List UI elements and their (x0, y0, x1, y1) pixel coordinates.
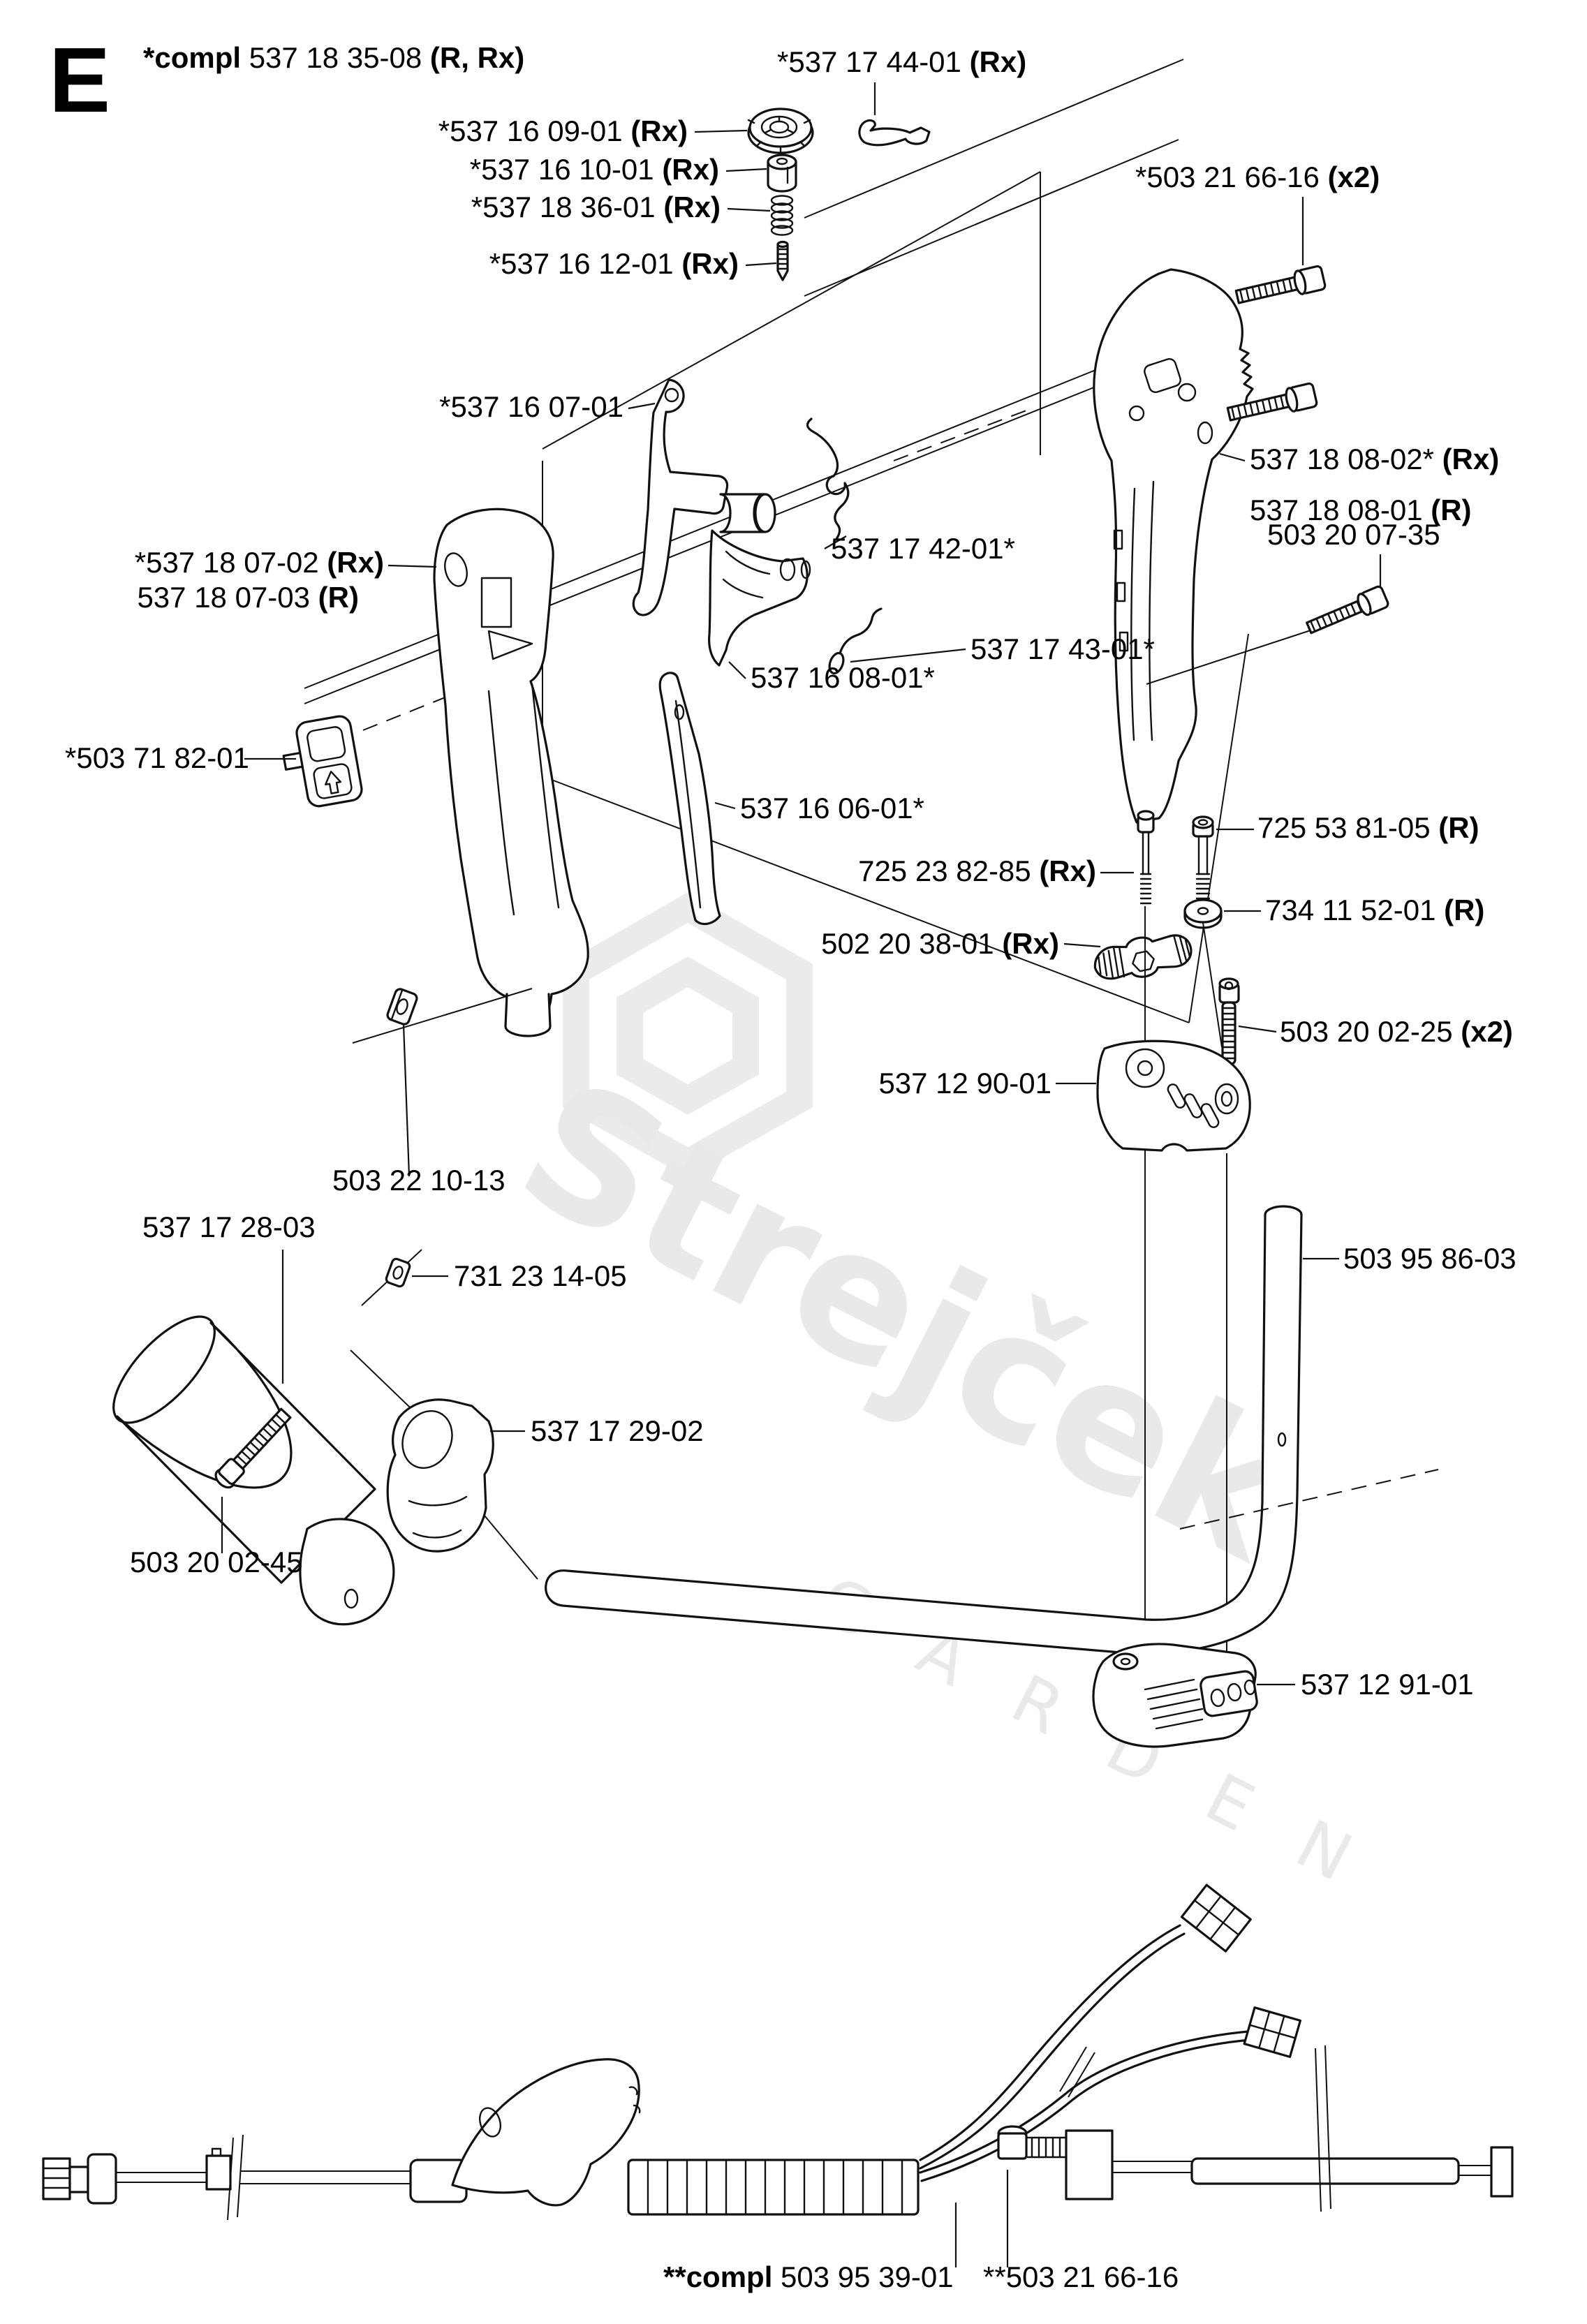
part-label-725-53-81: 725 53 81-05 (R) (1257, 811, 1479, 844)
part-left-handle-537-18-07 (433, 508, 589, 1037)
part-label-725-23-82: 725 23 82-85 (Rx) (858, 854, 1096, 887)
part-label-503-22-10: 503 22 10-13 (332, 1164, 505, 1197)
part-label-503-95-86: 503 95 86-03 (1343, 1242, 1516, 1275)
part-label-537-16-12: *537 16 12-01 (Rx) (489, 247, 739, 280)
part-label-537-17-28: 537 17 28-03 (142, 1211, 316, 1243)
part-lever-537-16-06 (658, 672, 721, 926)
part-label-537-17-42: 537 17 42-01* (831, 532, 1015, 565)
part-bolt-503-21-66-b (1226, 382, 1318, 422)
part-wire-537-17-43 (828, 607, 883, 675)
footer-second-label: **503 21 66-16 (983, 2260, 1179, 2293)
part-lockout-537-16-07 (632, 378, 729, 616)
header-compl-label: *compl 537 18 35-08 (R, Rx) (143, 41, 524, 74)
part-label-537-18-08-01: 537 18 08-01 (R) (1250, 494, 1472, 526)
leader-lines (221, 82, 1382, 2267)
part-label-731-23-14: 731 23 14-05 (454, 1259, 627, 1292)
part-grip-base (299, 1518, 395, 1626)
part-label-537-16-06: 537 16 06-01* (740, 792, 924, 824)
part-clamp-top-537-12-90 (1096, 906, 1251, 1670)
footer-compl-label: **compl 503 95 39-01 (663, 2260, 954, 2293)
part-label-734-11-52: 734 11 52-01 (R) (1265, 894, 1484, 926)
part-clamp-537-17-29 (350, 1349, 538, 1580)
part-wingnut-502-20-38 (1093, 934, 1193, 980)
part-spacer-537-16-10 (767, 154, 797, 193)
part-label-537-12-91: 537 12 91-01 (1301, 1668, 1474, 1701)
part-label-503-71-82: *503 71 82-01 (65, 741, 249, 774)
part-bolt-725-53-81 (1192, 815, 1214, 900)
part-label-503-21-66: *503 21 66-16 (x2) (1135, 161, 1380, 193)
part-nut-503-22-10 (352, 988, 533, 1044)
part-label-503-20-02-45: 503 20 02-45 (130, 1546, 303, 1578)
page-letter: E (49, 29, 110, 131)
part-nut-731-23-14 (361, 1249, 422, 1306)
part-label-537-18-36: *537 18 36-01 (Rx) (471, 191, 721, 223)
part-label-537-17-44: *537 17 44-01 (Rx) (777, 45, 1026, 78)
watermark-logo-inner-icon (617, 956, 759, 1115)
part-grip-537-17-28 (112, 1315, 376, 1584)
part-label-537-17-43: 537 17 43-01* (970, 632, 1155, 665)
part-label-537-16-08: 537 16 08-01* (751, 661, 935, 694)
part-label-537-16-09: *537 16 09-01 (Rx) (438, 114, 688, 147)
part-label-537-12-90: 537 12 90-01 (878, 1067, 1051, 1100)
watermark: Strejček G A R D E N (490, 892, 1381, 1905)
labels: E *compl 537 18 35-08 (R, Rx) *537 17 44… (49, 29, 1516, 2293)
part-trigger-537-16-08 (708, 493, 811, 667)
part-bolt-503-20-07 (1146, 585, 1389, 685)
part-clip-537-17-44 (858, 119, 931, 147)
part-label-537-17-29: 537 17 29-02 (531, 1414, 704, 1447)
part-bolt-503-21-66-a (1234, 265, 1327, 304)
part-right-handle-537-18-08 (1093, 268, 1254, 824)
part-label-537-18-08-02: 537 18 08-02* (Rx) (1250, 443, 1499, 475)
part-screw-503-20-02-25 (1218, 977, 1240, 1065)
part-cable-assembly (42, 1883, 1514, 2221)
part-bolt-725-23-82 (1137, 810, 1155, 905)
part-switch-503-71-82 (282, 715, 363, 808)
part-label-503-20-02-25: 503 20 02-25 (x2) (1280, 1015, 1513, 1048)
part-screw-503-20-02-45 (214, 1407, 292, 1489)
part-washer-734-11-52 (1183, 898, 1223, 929)
part-spring-537-17-42 (806, 417, 850, 540)
part-clamp-bottom-537-12-91 (1092, 1643, 1258, 1748)
part-knob-537-16-09 (747, 108, 814, 154)
part-label-537-16-10: *537 16 10-01 (Rx) (470, 153, 719, 186)
part-spring-537-18-36 (770, 195, 794, 236)
part-label-537-16-07: *537 16 07-01 (439, 390, 623, 423)
part-label-503-20-07: 503 20 07-35 (1267, 518, 1440, 551)
part-label-537-18-07-03: 537 18 07-03 (R) (137, 581, 359, 614)
part-screw-537-16-12 (776, 240, 789, 281)
part-label-537-18-07-02: *537 18 07-02 (Rx) (135, 546, 384, 579)
part-label-502-20-38: 502 20 38-01 (Rx) (821, 927, 1059, 960)
